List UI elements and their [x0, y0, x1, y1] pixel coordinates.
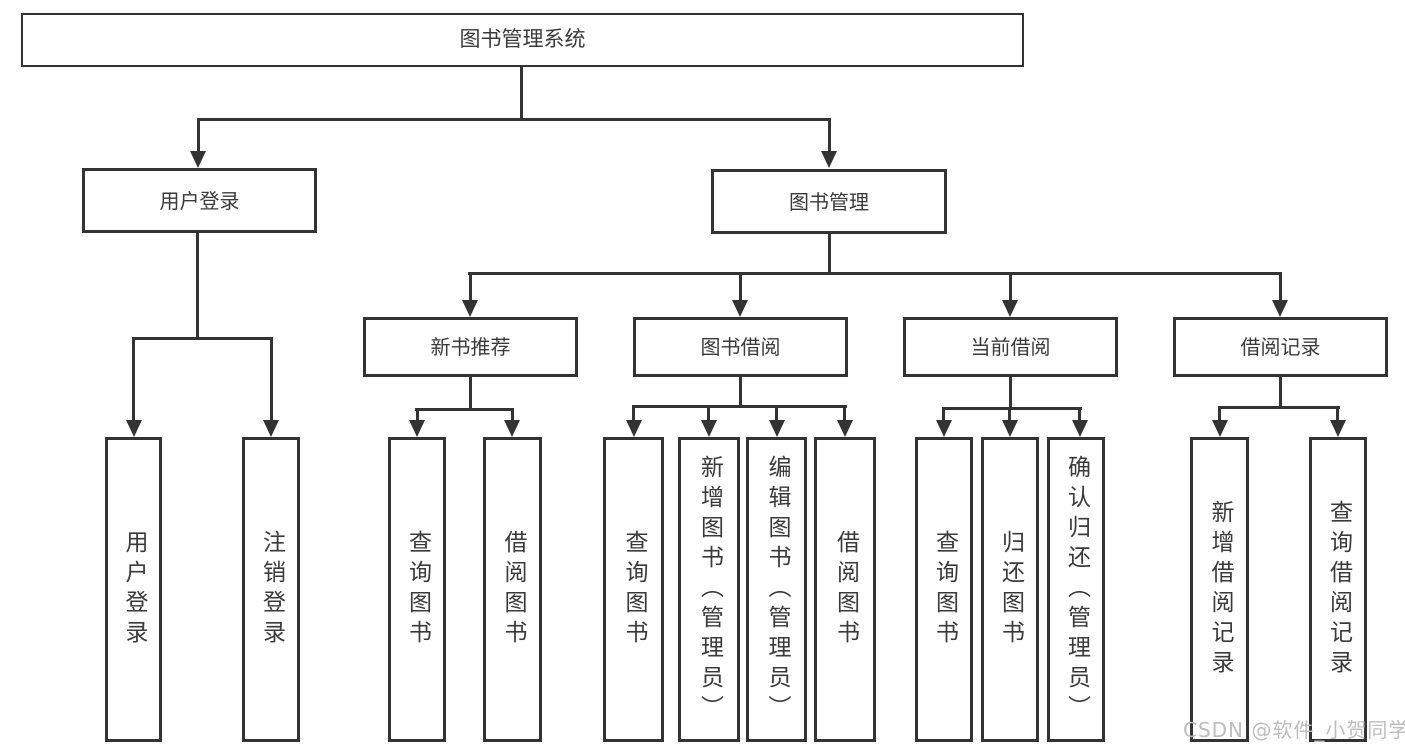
arrowhead-down-icon	[504, 420, 520, 437]
arrowhead-down-icon	[462, 300, 478, 317]
arrowhead-down-icon	[1212, 420, 1228, 437]
arrowhead-down-icon	[701, 420, 717, 437]
connector-line	[196, 233, 199, 337]
leaf-borrow-books-recommend: 借阅图书	[483, 437, 542, 742]
connector-line	[828, 234, 831, 272]
connector-line	[132, 337, 135, 421]
arrowhead-down-icon	[263, 420, 279, 437]
leaf-user-login: 用户登录	[105, 437, 162, 742]
arrowhead-down-icon	[1272, 300, 1288, 317]
connector-line	[1008, 407, 1011, 421]
connector-line	[739, 377, 742, 405]
arrowhead-down-icon	[626, 420, 642, 437]
node-current-borrowing: 当前借阅	[903, 317, 1118, 377]
connector-line	[632, 405, 635, 421]
arrowhead-down-icon	[1002, 420, 1018, 437]
arrowhead-down-icon	[732, 300, 748, 317]
leaf-edit-book-admin: 编辑图书（管理员）	[746, 437, 807, 742]
connector-line	[1218, 406, 1221, 421]
connector-line	[415, 408, 514, 411]
connector-line	[942, 407, 945, 421]
connector-line	[468, 272, 1282, 275]
connector-line	[942, 407, 1082, 410]
connector-line	[132, 337, 273, 340]
arrowhead-down-icon	[821, 151, 837, 168]
leaf-query-books-borrowing: 查询图书	[603, 437, 664, 742]
leaf-confirm-return-admin: 确认归还（管理员）	[1047, 437, 1105, 742]
connector-line	[197, 118, 200, 152]
leaf-query-borrow-record: 查询借阅记录	[1309, 437, 1367, 742]
connector-line	[1279, 377, 1282, 406]
connector-line	[197, 118, 831, 121]
leaf-query-books-recommend: 查询图书	[388, 437, 446, 742]
arrowhead-down-icon	[126, 420, 142, 437]
node-borrowing-records: 借阅记录	[1173, 317, 1388, 377]
connector-line	[739, 272, 742, 301]
arrowhead-down-icon	[1072, 420, 1088, 437]
leaf-borrow-books-borrowing: 借阅图书	[814, 437, 876, 742]
connector-line	[1336, 406, 1339, 421]
arrowhead-down-icon	[936, 420, 952, 437]
arrowhead-down-icon	[1002, 300, 1018, 317]
leaf-return-book: 归还图书	[981, 437, 1039, 742]
connector-line	[775, 405, 778, 421]
connector-line	[828, 118, 831, 152]
node-library-management-system: 图书管理系统	[21, 13, 1024, 67]
leaf-add-book-admin: 新增图书（管理员）	[678, 437, 740, 742]
connector-line	[843, 405, 846, 421]
connector-line	[1009, 377, 1012, 407]
node-book-borrowing: 图书借阅	[633, 317, 848, 377]
arrowhead-down-icon	[190, 151, 206, 168]
connector-line	[416, 408, 419, 421]
connector-line	[469, 272, 472, 301]
connector-line	[270, 337, 273, 421]
arrowhead-down-icon	[769, 420, 785, 437]
connector-line	[1218, 406, 1340, 409]
leaf-logout: 注销登录	[242, 437, 300, 742]
connector-line	[707, 405, 710, 421]
csdn-watermark: CSDN @软件_小贺同学	[1183, 718, 1405, 742]
leaf-query-books-current: 查询图书	[915, 437, 973, 742]
node-new-book-recommend: 新书推荐	[363, 317, 578, 377]
node-book-management: 图书管理	[711, 169, 947, 234]
leaf-add-borrow-record: 新增借阅记录	[1190, 437, 1249, 742]
connector-line	[632, 405, 847, 408]
arrowhead-down-icon	[1330, 420, 1346, 437]
connector-line	[469, 377, 472, 408]
connector-line	[1279, 272, 1282, 301]
arrowhead-down-icon	[837, 420, 853, 437]
connector-line	[1078, 407, 1081, 421]
arrowhead-down-icon	[409, 420, 425, 437]
connector-line	[1009, 272, 1012, 301]
node-user-login: 用户登录	[82, 168, 317, 233]
connector-line	[520, 67, 523, 118]
connector-line	[511, 408, 514, 421]
